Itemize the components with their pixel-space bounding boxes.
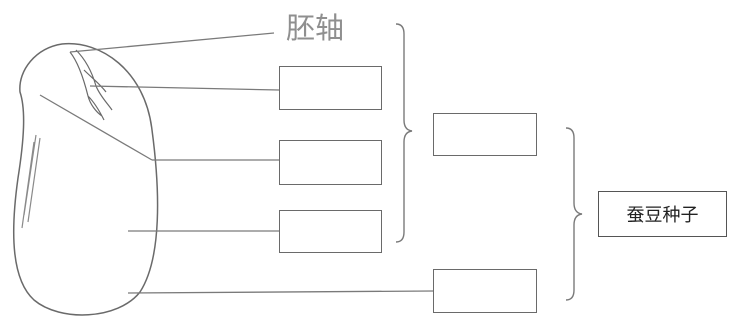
leader-line-box-e [127, 290, 434, 294]
leader-line-box-a [89, 85, 280, 91]
leader-line-hypocotyl [69, 32, 275, 53]
brace-left-group [395, 23, 413, 243]
seed-outline [12, 42, 159, 316]
answer-box-1[interactable] [279, 66, 382, 110]
hypocotyl-label: 胚轴 [286, 11, 345, 45]
seed-seam [21, 134, 41, 229]
embryo-sketch [69, 49, 113, 121]
seed-label: 蚕豆种子 [626, 205, 699, 226]
answer-box-2[interactable] [279, 140, 382, 185]
answer-box-5[interactable] [433, 269, 537, 313]
leader-line-box-b [39, 94, 153, 161]
answer-box-4[interactable] [433, 113, 537, 156]
answer-box-3[interactable] [279, 210, 382, 253]
seed-label-box: 蚕豆种子 [598, 191, 727, 237]
brace-right-group [565, 127, 583, 301]
